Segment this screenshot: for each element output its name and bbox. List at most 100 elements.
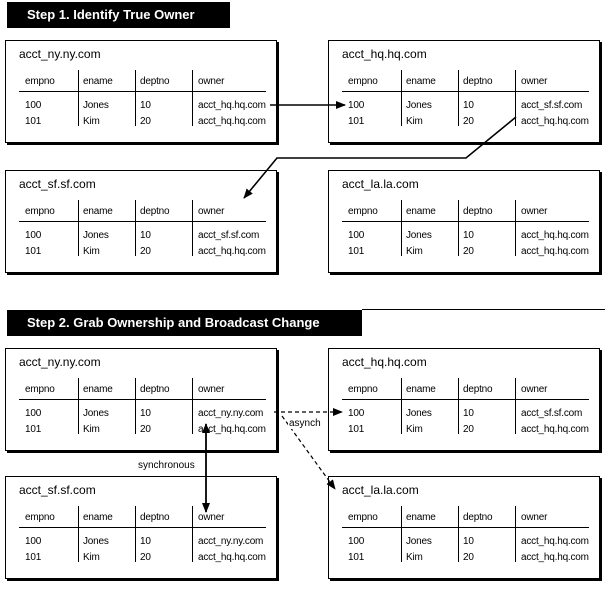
table-cell: Kim <box>406 424 423 435</box>
header-rule <box>342 399 589 400</box>
table-cell: Jones <box>83 536 109 547</box>
column-separator <box>515 378 516 434</box>
column-header: empno <box>348 384 378 395</box>
table-cell: 100 <box>348 230 365 241</box>
column-separator <box>401 506 402 562</box>
header-rule <box>19 399 266 400</box>
table-cell: acct_ny.ny.com <box>198 408 264 419</box>
table-cell: 101 <box>348 424 365 435</box>
column-header: empno <box>25 76 55 87</box>
database-name: acct_sf.sf.com <box>19 177 96 191</box>
column-header: empno <box>25 512 55 523</box>
column-header: deptno <box>140 384 170 395</box>
database-name: acct_ny.ny.com <box>19 47 101 61</box>
step1-header: Step 1. Identify True Owner <box>7 2 230 28</box>
column-separator <box>135 378 136 434</box>
column-separator <box>458 506 459 562</box>
column-header: owner <box>521 512 548 523</box>
column-separator <box>135 70 136 126</box>
table-cell: Jones <box>406 536 432 547</box>
synchronous-label: synchronous <box>137 460 196 471</box>
table-cell: 10 <box>140 100 151 111</box>
column-separator <box>78 506 79 562</box>
table-cell: acct_hq.hq.com <box>521 116 589 127</box>
column-header: ename <box>406 76 436 87</box>
table-cell: 20 <box>463 424 474 435</box>
table-cell: acct_sf.sf.com <box>521 100 583 111</box>
table-cell: Kim <box>83 552 100 563</box>
table-cell: 101 <box>25 246 42 257</box>
column-header: empno <box>25 206 55 217</box>
table-cell: 20 <box>140 116 151 127</box>
column-separator <box>515 506 516 562</box>
asynch-label: asynch <box>288 418 322 429</box>
header-rule <box>19 91 266 92</box>
column-header: owner <box>521 76 548 87</box>
column-header: empno <box>348 206 378 217</box>
table-cell: 101 <box>348 552 365 563</box>
column-header: deptno <box>463 76 493 87</box>
column-header: deptno <box>463 384 493 395</box>
table-cell: 20 <box>140 424 151 435</box>
table-cell: 10 <box>140 536 151 547</box>
column-separator <box>401 200 402 256</box>
column-header: deptno <box>463 206 493 217</box>
table-cell: Kim <box>406 116 423 127</box>
step2-header: Step 2. Grab Ownership and Broadcast Cha… <box>7 310 362 336</box>
column-header: deptno <box>140 76 170 87</box>
table-cell: acct_sf.sf.com <box>198 230 260 241</box>
table-cell: 20 <box>463 116 474 127</box>
database-name: acct_hq.hq.com <box>342 355 427 369</box>
column-separator <box>192 378 193 434</box>
table-cell: acct_hq.hq.com <box>198 424 266 435</box>
column-header: owner <box>521 206 548 217</box>
table-cell: acct_hq.hq.com <box>521 552 589 563</box>
table-cell: 101 <box>348 116 365 127</box>
table-cell: 101 <box>348 246 365 257</box>
column-header: deptno <box>140 206 170 217</box>
table-cell: acct_hq.hq.com <box>521 536 589 547</box>
table-cell: 100 <box>348 408 365 419</box>
table-cell: Kim <box>406 552 423 563</box>
column-header: ename <box>83 76 113 87</box>
table-cell: 100 <box>25 230 42 241</box>
table-cell: Jones <box>83 230 109 241</box>
column-header: ename <box>83 512 113 523</box>
table-cell: 101 <box>25 116 42 127</box>
table-cell: 101 <box>25 552 42 563</box>
column-header: ename <box>83 206 113 217</box>
column-header: owner <box>198 76 225 87</box>
column-separator <box>458 378 459 434</box>
table-cell: 10 <box>140 230 151 241</box>
table-cell: acct_hq.hq.com <box>521 246 589 257</box>
column-header: ename <box>406 206 436 217</box>
table-cell: 20 <box>463 246 474 257</box>
column-separator <box>401 378 402 434</box>
table-cell: Jones <box>406 100 432 111</box>
column-separator <box>401 70 402 126</box>
table-cell: Kim <box>83 246 100 257</box>
table-cell: 101 <box>25 424 42 435</box>
column-header: ename <box>406 512 436 523</box>
table-cell: 20 <box>463 552 474 563</box>
table-cell: acct_hq.hq.com <box>198 552 266 563</box>
table-cell: Jones <box>83 408 109 419</box>
column-separator <box>515 200 516 256</box>
column-header: empno <box>25 384 55 395</box>
column-header: owner <box>198 512 225 523</box>
table-cell: acct_ny.ny.com <box>198 536 264 547</box>
table-cell: 10 <box>463 100 474 111</box>
table-cell: acct_hq.hq.com <box>521 424 589 435</box>
table-cell: acct_hq.hq.com <box>198 100 266 111</box>
header-rule <box>342 221 589 222</box>
table-cell: 10 <box>140 408 151 419</box>
table-cell: Jones <box>406 230 432 241</box>
column-header: ename <box>406 384 436 395</box>
table-cell: 10 <box>463 536 474 547</box>
